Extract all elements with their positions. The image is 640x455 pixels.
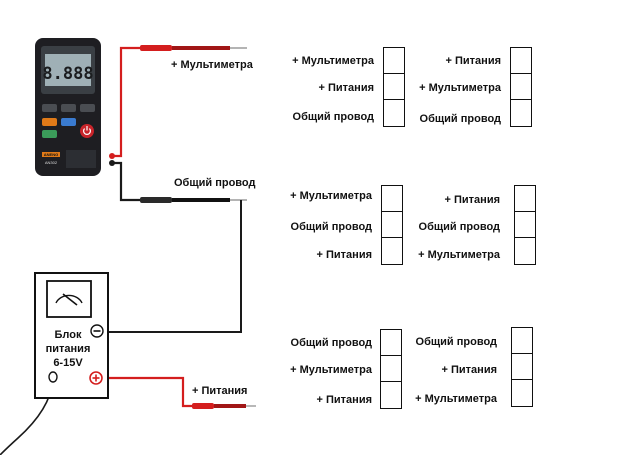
power-icon: [83, 128, 91, 135]
power-supply-line2: питания: [45, 343, 91, 355]
answer-box[interactable]: [515, 186, 535, 212]
answer-box[interactable]: [384, 74, 404, 100]
option-label: + Мультиметра: [290, 190, 372, 202]
option-label: + Мультиметра: [292, 55, 374, 67]
answer-box[interactable]: [382, 238, 402, 264]
common-wire-label: Общий провод: [174, 177, 256, 189]
answer-box[interactable]: [511, 100, 531, 126]
answer-box[interactable]: [512, 354, 532, 380]
answer-box[interactable]: [515, 238, 535, 264]
option-label: + Питания: [316, 249, 372, 261]
multimeter-black-probe: [140, 197, 247, 203]
option-label: + Мультиметра: [419, 82, 501, 94]
answer-box[interactable]: [384, 48, 404, 74]
common-wire: [103, 200, 242, 333]
answer-boxes: [381, 185, 403, 265]
supply-plus-label: + Питания: [192, 385, 248, 397]
option-label: + Питания: [445, 55, 501, 67]
answer-box[interactable]: [381, 382, 401, 408]
multimeter-screen: [45, 54, 91, 86]
answer-box[interactable]: [384, 100, 404, 126]
power-supply-label: Блок питания 6-15V: [40, 328, 96, 370]
answer-box[interactable]: [515, 212, 535, 238]
answer-boxes: [514, 185, 536, 265]
power-supply-line1: Блок: [54, 329, 82, 341]
multimeter-black-wire: [112, 161, 140, 202]
range-button[interactable]: [61, 104, 76, 112]
multimeter-red-probe: [140, 45, 247, 51]
answer-boxes: [511, 327, 533, 407]
power-button[interactable]: [80, 124, 94, 138]
multimeter-info-panel: [66, 150, 96, 168]
answer-box[interactable]: [382, 186, 402, 212]
multimeter-display-value: 8.888: [42, 64, 93, 84]
power-switch: [48, 371, 58, 383]
func-button[interactable]: [42, 118, 57, 126]
multimeter-model: AN302: [45, 160, 58, 165]
supply-red-probe: [192, 403, 256, 409]
option-label: + Питания: [444, 194, 500, 206]
power-supply-line3: 6-15V: [53, 357, 83, 369]
multimeter-red-wire: [112, 46, 140, 158]
option-label: Общий провод: [290, 221, 372, 233]
brand-badge: [42, 152, 60, 157]
multimeter-brand: ANENG: [44, 152, 58, 157]
answer-box[interactable]: [381, 356, 401, 382]
power-supply: [34, 272, 109, 399]
option-label: + Мультиметра: [290, 364, 372, 376]
answer-box[interactable]: [511, 74, 531, 100]
option-label: Общий провод: [292, 111, 374, 123]
multimeter-buttons: [42, 104, 95, 138]
multimeter: 8.888 ANENG AN302: [35, 38, 115, 176]
answer-box[interactable]: [381, 330, 401, 356]
answer-boxes: [380, 329, 402, 409]
answer-box[interactable]: [512, 328, 532, 354]
option-label: Общий провод: [419, 113, 501, 125]
voltmeter-needle: [62, 293, 78, 306]
option-label: Общий провод: [415, 336, 497, 348]
answer-box[interactable]: [512, 380, 532, 406]
answer-boxes: [510, 47, 532, 127]
rel-button[interactable]: [80, 104, 95, 112]
answer-boxes: [383, 47, 405, 127]
option-label: + Мультиметра: [418, 249, 500, 261]
supply-red-wire: [103, 376, 192, 408]
option-label: + Питания: [318, 82, 374, 94]
ins-button[interactable]: [42, 130, 57, 138]
voltmeter-scale: [55, 294, 83, 304]
answer-box[interactable]: [511, 48, 531, 74]
option-label: Общий провод: [418, 221, 500, 233]
hold-button[interactable]: [42, 104, 57, 112]
answer-box[interactable]: [382, 212, 402, 238]
option-label: + Питания: [316, 394, 372, 406]
option-label: + Мультиметра: [415, 393, 497, 405]
sel-button[interactable]: [61, 118, 76, 126]
option-label: + Питания: [441, 364, 497, 376]
option-label: Общий провод: [290, 337, 372, 349]
multimeter-plus-label: + Мультиметра: [171, 59, 253, 71]
